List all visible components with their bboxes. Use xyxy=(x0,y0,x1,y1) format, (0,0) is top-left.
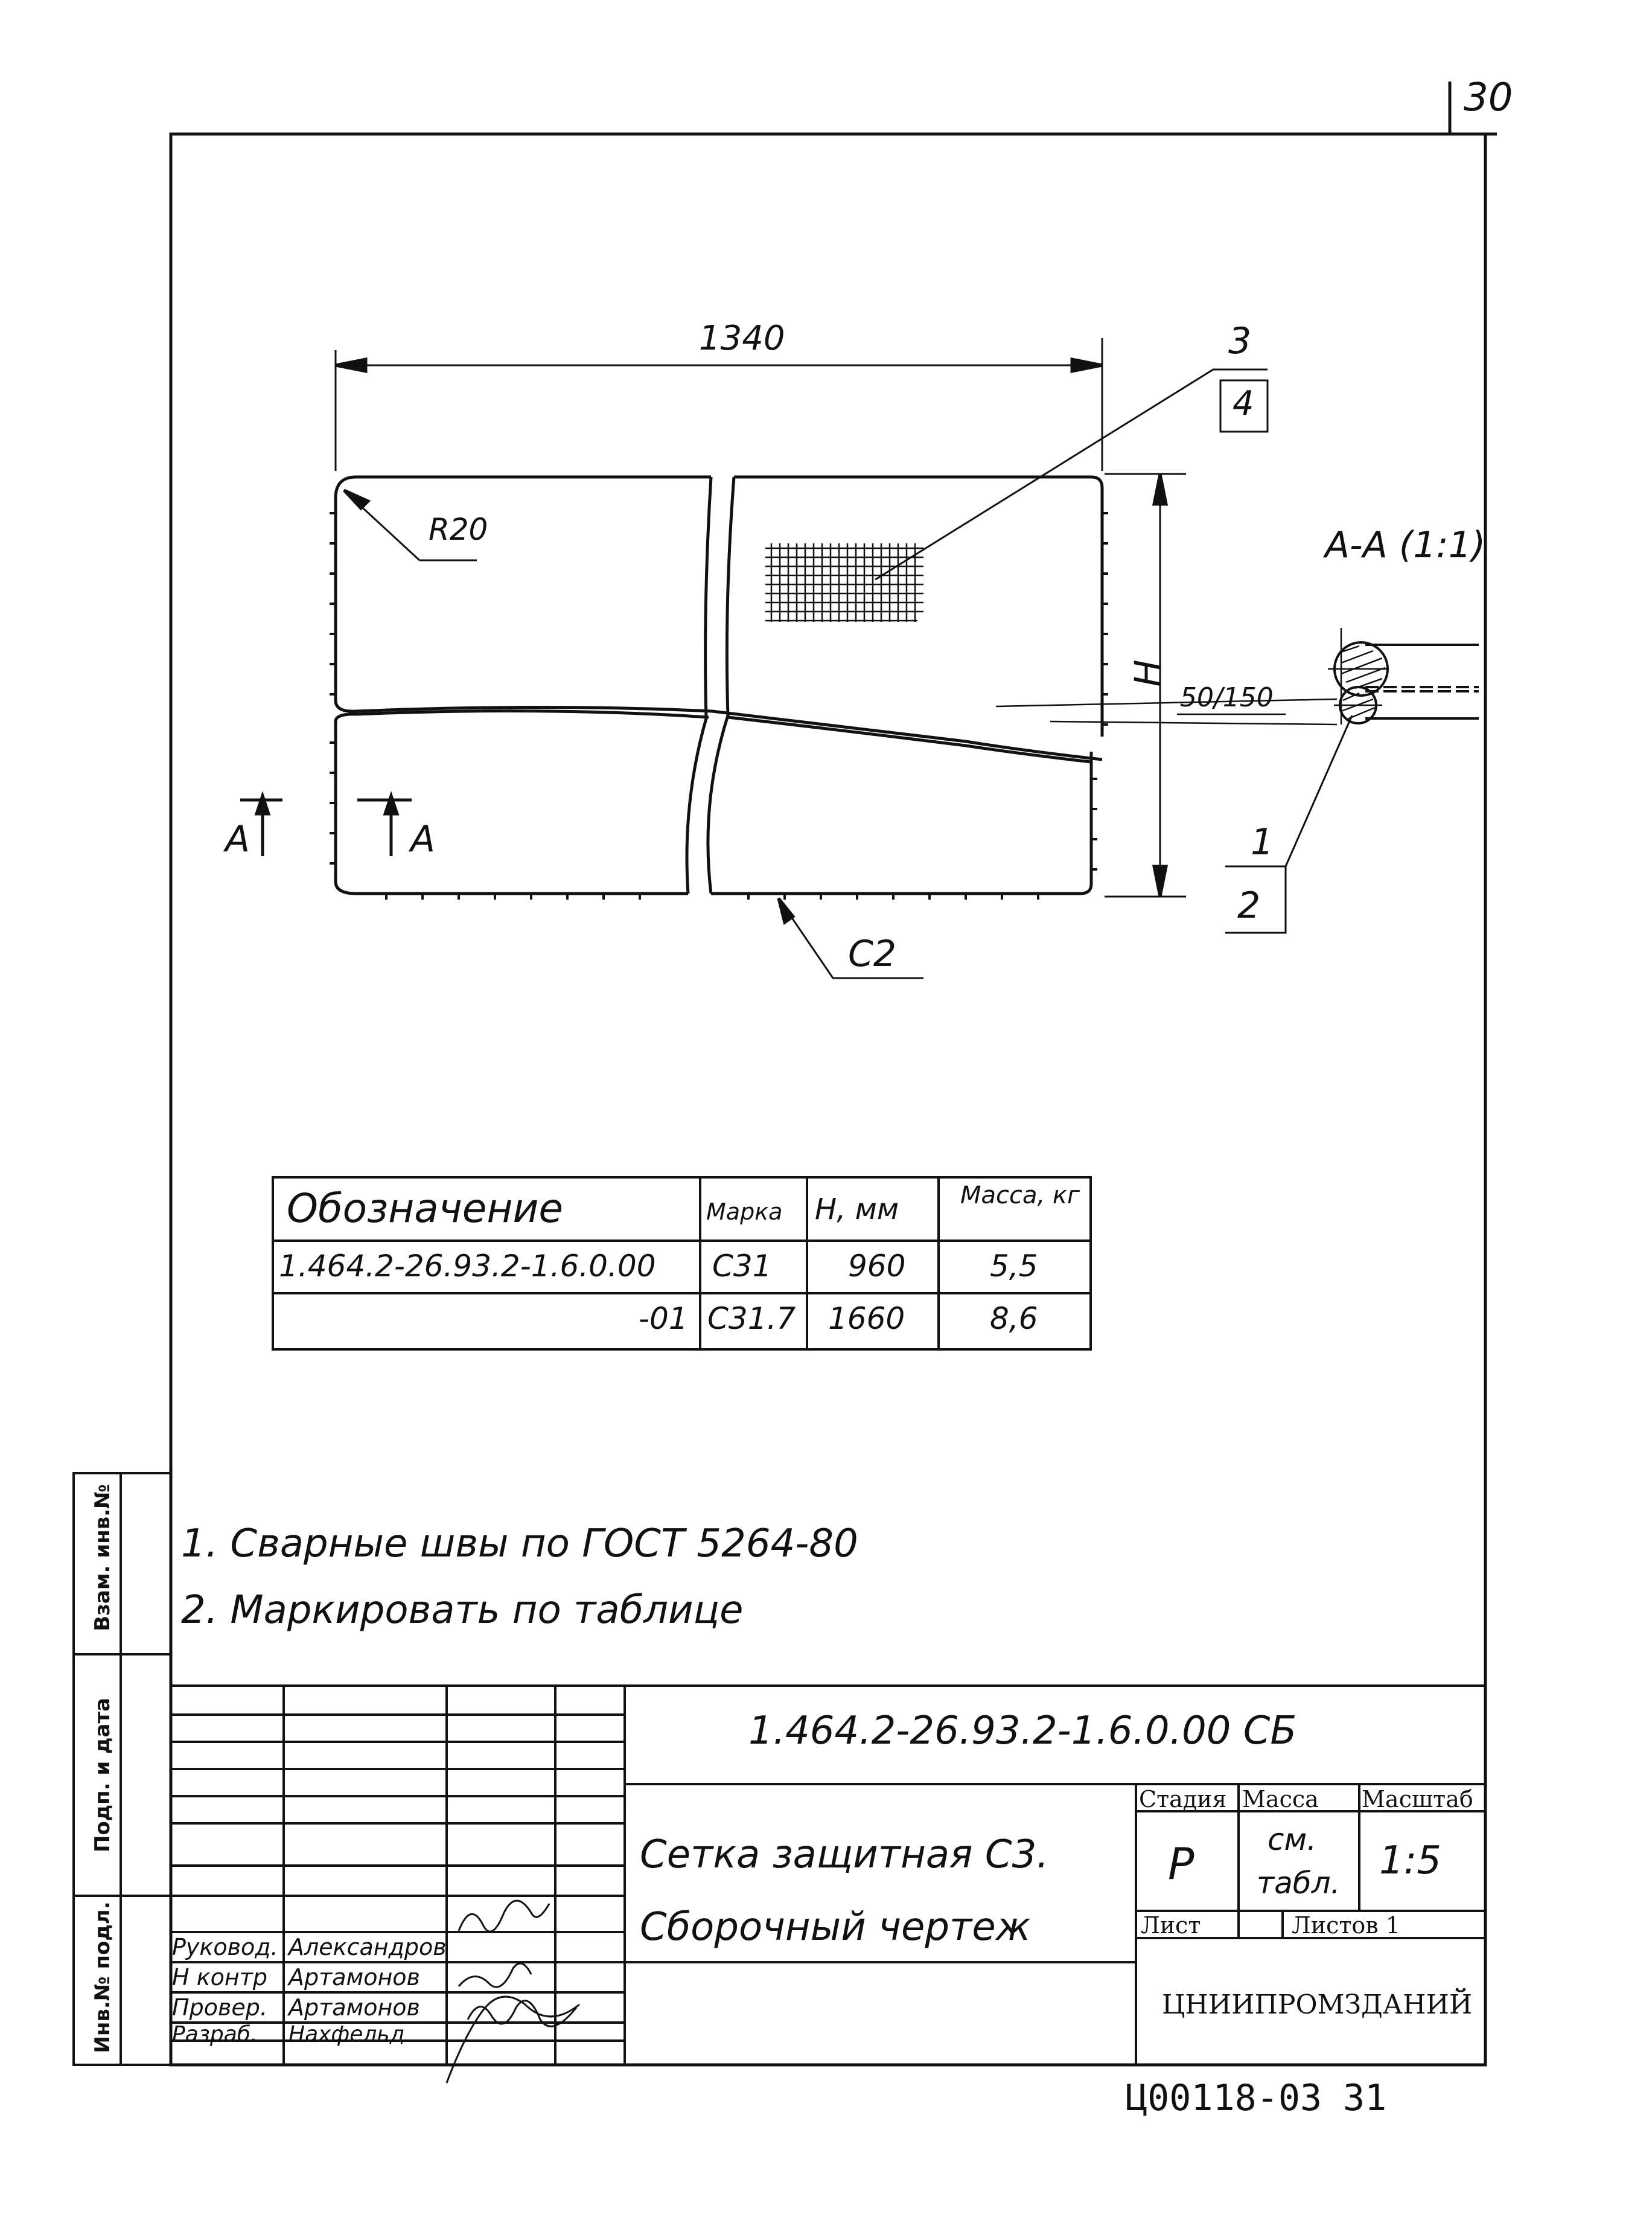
col-mass: Масса xyxy=(1242,1786,1319,1812)
spec-row2-height: 1660 xyxy=(828,1301,905,1336)
mass-value-1: см. xyxy=(1268,1822,1317,1857)
spec-header-mark: Марка xyxy=(706,1198,783,1225)
spec-row2-mass: 8,6 xyxy=(990,1301,1038,1336)
callout-2: 2 xyxy=(1237,884,1261,927)
section-mark-right: A xyxy=(410,818,436,860)
role-3: Провер. xyxy=(172,1994,267,2021)
callout-4: 4 xyxy=(1233,384,1254,423)
scale-value: 1:5 xyxy=(1379,1838,1441,1883)
note-1: 1. Сварные швы по ГОСТ 5264-80 xyxy=(181,1521,858,1566)
section-mark-left: A xyxy=(225,818,250,860)
sheets-label: Листов 1 xyxy=(1292,1912,1400,1939)
section-title: A-A (1:1) xyxy=(1325,524,1486,566)
note-2: 2. Маркировать по таблице xyxy=(181,1588,744,1633)
title-line-1: Сетка защитная С3. xyxy=(640,1832,1049,1877)
mass-value-2: табл. xyxy=(1257,1866,1341,1901)
radius-label: R20 xyxy=(429,512,488,547)
dim-width-label: 1340 xyxy=(699,319,785,358)
side-stamp-lines xyxy=(72,1472,172,2066)
sheet-frame xyxy=(169,132,1487,2067)
col-stage: Стадия xyxy=(1139,1786,1227,1812)
weld-label: C2 xyxy=(848,933,897,975)
spec-row2-designation: -01 xyxy=(639,1301,688,1336)
spec-header-mass: Масса, кг xyxy=(960,1182,1080,1209)
sheet-number-top: 30 xyxy=(1464,75,1513,120)
mesh-hatch xyxy=(765,543,923,622)
side-stamp-sign-date: Подп. и дата xyxy=(91,1697,115,1853)
side-stamp-inv-orig: Инв.№ подл. xyxy=(91,1901,115,2053)
spec-table-lines xyxy=(272,1176,1092,1351)
spec-header-height: H, мм xyxy=(815,1192,899,1226)
role-1: Руковод. xyxy=(172,1934,278,1960)
mesh-panel-upper xyxy=(334,475,1104,761)
doc-code: 1.464.2-26.93.2-1.6.0.00 СБ xyxy=(748,1709,1297,1753)
role-4: Разраб. xyxy=(172,2022,258,2047)
sheet-label: Лист xyxy=(1141,1912,1201,1939)
spec-row1-height: 960 xyxy=(848,1249,906,1284)
footer-page: 31 xyxy=(1343,2077,1387,2119)
spec-row2-mark: С31.7 xyxy=(707,1301,796,1336)
side-stamp-vzam: Взам. инв.№ xyxy=(91,1484,115,1631)
col-scale: Масштаб xyxy=(1362,1786,1473,1812)
stage-value: Р xyxy=(1168,1838,1194,1889)
title-block-lines xyxy=(171,1684,1485,2065)
section-hatch xyxy=(1341,645,1386,721)
callout-1: 1 xyxy=(1251,821,1274,863)
spec-row1-mark: С31 xyxy=(712,1249,772,1284)
title-line-2: Сборочный чертеж xyxy=(640,1905,1031,1950)
role-1-name: Александров xyxy=(289,1934,447,1960)
spec-header-designation: Обозначение xyxy=(287,1185,563,1232)
spacing-label: 50/150 xyxy=(1180,682,1274,713)
role-2-name: Артамонов xyxy=(289,1964,420,1991)
spec-row1-designation: 1.464.2-26.93.2-1.6.0.00 xyxy=(279,1249,656,1284)
role-4-name: Нахфельд xyxy=(289,2022,405,2047)
organization: ЦНИИПРОМЗДАНИЙ xyxy=(1162,1989,1473,2020)
signatures xyxy=(445,1899,580,2084)
role-2: Н контр xyxy=(172,1964,267,1991)
callout-3: 3 xyxy=(1228,320,1252,362)
spec-row1-mass: 5,5 xyxy=(990,1249,1038,1284)
footer-code: Ц00118-03 xyxy=(1126,2077,1322,2119)
mesh-panel-lower xyxy=(334,709,1093,895)
dim-height-label: H xyxy=(1127,659,1170,687)
role-3-name: Артамонов xyxy=(289,1994,420,2021)
